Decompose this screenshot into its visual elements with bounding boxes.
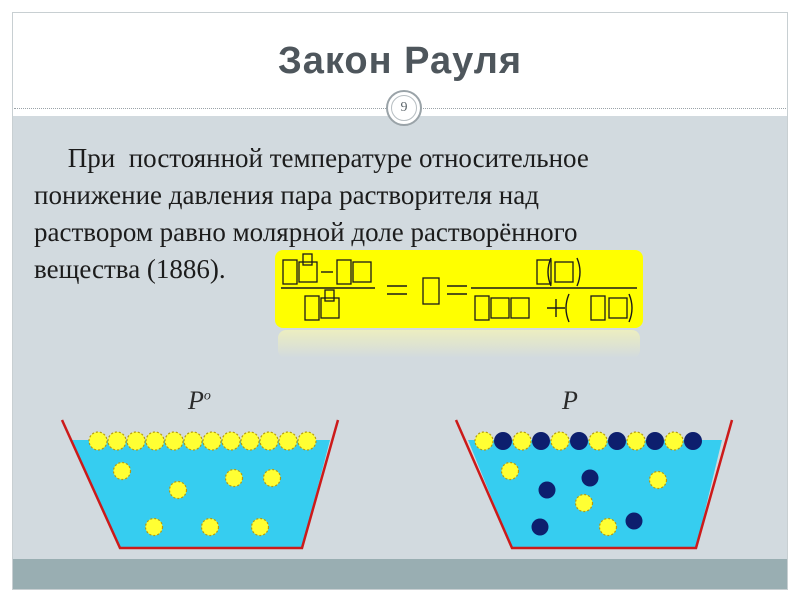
left-water <box>72 440 330 548</box>
solute-particle <box>608 432 626 450</box>
label-p0-superscript: o <box>203 388 211 404</box>
label-p: P <box>562 386 578 416</box>
text-line-3: раствором равно молярной доле растворённ… <box>34 217 578 247</box>
raoult-formula <box>281 253 637 323</box>
solute-particle <box>570 432 588 450</box>
left-bulk-particles <box>112 461 282 537</box>
right-bulk-particles <box>500 461 668 537</box>
solvent-particle <box>664 431 684 451</box>
solvent-particle <box>112 461 132 481</box>
formula-reflection <box>278 330 640 358</box>
solvent-particle <box>574 493 594 513</box>
solvent-particle <box>240 431 260 451</box>
solvent-particle <box>550 431 570 451</box>
slide-frame <box>12 12 788 590</box>
solvent-particle <box>224 468 244 488</box>
solvent-particle <box>588 431 608 451</box>
left-vessel-outline <box>60 419 340 550</box>
solvent-particle <box>221 431 241 451</box>
text-line-1: При постоянной температуре относительное <box>34 143 589 173</box>
solvent-particle <box>144 517 164 537</box>
solvent-particle <box>648 470 668 490</box>
solute-particle <box>494 432 512 450</box>
solvent-particle <box>200 517 220 537</box>
solvent-particle <box>262 468 282 488</box>
right-surface-particles <box>474 431 702 451</box>
solvent-particle <box>278 431 298 451</box>
solvent-particle <box>598 517 618 537</box>
solvent-particle <box>145 431 165 451</box>
solvent-particle <box>107 431 127 451</box>
solute-particle <box>625 512 643 530</box>
label-p0-text: P <box>188 386 204 415</box>
left-surface-particles <box>88 431 317 451</box>
right-water <box>468 440 722 548</box>
solute-particle <box>538 481 556 499</box>
label-p0: Po <box>188 386 211 416</box>
solvent-particle <box>297 431 317 451</box>
solvent-particle <box>126 431 146 451</box>
right-vessel-outline <box>454 419 734 550</box>
solute-particle <box>581 469 599 487</box>
solvent-particle <box>626 431 646 451</box>
page-number-badge: 9 <box>386 90 422 126</box>
bottom-band <box>13 559 787 589</box>
solvent-particle <box>168 480 188 500</box>
body-text: При постоянной температуре относительное… <box>34 140 734 288</box>
right-vessel <box>454 419 734 550</box>
solvent-particle <box>474 431 494 451</box>
badge-inner-ring <box>391 95 417 121</box>
label-p-text: P <box>562 386 578 415</box>
solvent-particle <box>259 431 279 451</box>
text-line-2: понижение давления пара растворителя над <box>34 180 539 210</box>
solute-particle <box>532 432 550 450</box>
solvent-particle <box>88 431 108 451</box>
solvent-particle <box>202 431 222 451</box>
solvent-particle <box>164 431 184 451</box>
solute-particle <box>684 432 702 450</box>
solvent-particle <box>183 431 203 451</box>
solute-particle <box>531 518 549 536</box>
solute-particle <box>646 432 664 450</box>
left-vessel <box>60 419 340 550</box>
text-line-4: вещества (1886). <box>34 254 226 284</box>
formula-box <box>275 250 643 328</box>
solvent-particle <box>500 461 520 481</box>
solvent-particle <box>250 517 270 537</box>
solvent-particle <box>512 431 532 451</box>
slide-title: Закон Рауля <box>277 40 523 82</box>
